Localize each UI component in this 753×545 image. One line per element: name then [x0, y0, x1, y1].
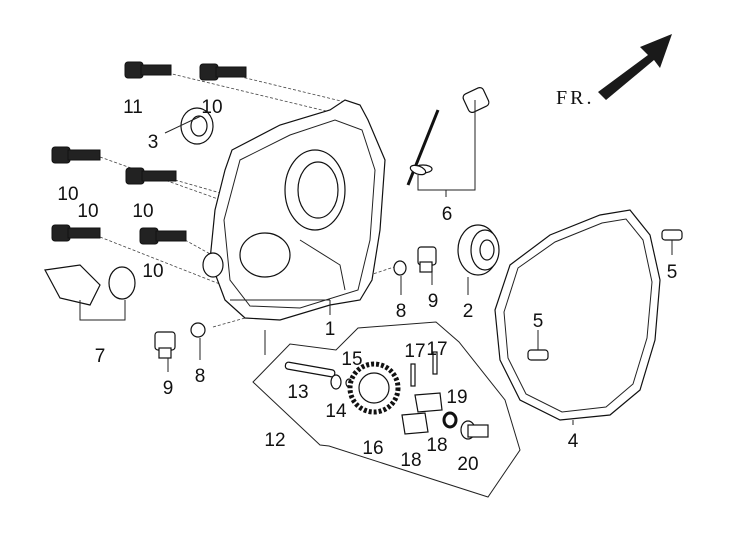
bolt-11 [124, 61, 172, 79]
leader-lines [164, 115, 673, 425]
shaft [284, 361, 336, 378]
callout-3: 3 [148, 132, 159, 153]
callout-2: 2 [463, 301, 474, 322]
callout-17: 17 [404, 341, 425, 362]
washer-14 [330, 374, 342, 390]
callout-19: 19 [446, 387, 467, 408]
gasket [494, 209, 661, 421]
sleeve-20 [460, 420, 489, 440]
dipstick [406, 87, 490, 186]
governor-gear [347, 361, 401, 415]
dowel-pin-right [661, 229, 683, 241]
callout-1: 1 [325, 319, 336, 340]
bearing [457, 224, 500, 276]
bolt-10-a [51, 146, 101, 164]
callout-18: 18 [426, 435, 447, 456]
callout-labels: 11 10 3 10 10 10 10 6 5 5 8 9 2 1 7 9 8 … [57, 97, 677, 475]
callout-10: 10 [142, 261, 163, 282]
drain-bolt-right [417, 246, 437, 273]
callout-12: 12 [264, 430, 285, 451]
oil-seal [180, 107, 214, 145]
callout-10: 10 [201, 97, 222, 118]
front-direction-arrow-icon [598, 34, 672, 100]
bolt-10-top [199, 63, 247, 81]
callout-10: 10 [57, 184, 78, 205]
callout-6: 6 [442, 204, 453, 225]
callout-10: 10 [132, 201, 153, 222]
cap [44, 264, 136, 306]
callout-8: 8 [195, 366, 206, 387]
bolt-10-d [139, 227, 187, 245]
dowel-pin-center [527, 349, 549, 361]
washer-right [393, 260, 407, 276]
front-direction-label: FR. [556, 87, 594, 109]
callout-5: 5 [667, 262, 678, 283]
callout-17: 17 [426, 339, 447, 360]
washer-19 [442, 411, 458, 429]
governor-assembly-outline [252, 321, 521, 498]
callout-4: 4 [568, 431, 579, 452]
crankcase-cover [202, 99, 386, 321]
callout-10: 10 [77, 201, 98, 222]
callout-11: 11 [123, 97, 143, 118]
callout-5: 5 [533, 311, 544, 332]
bolt-10-b [125, 167, 177, 185]
washer-left [190, 322, 206, 338]
callout-7: 7 [95, 346, 106, 367]
callout-9: 9 [428, 291, 439, 312]
bolt-10-c [51, 224, 101, 242]
pins-17 [410, 351, 438, 387]
callout-13: 13 [287, 382, 308, 403]
callout-8: 8 [396, 301, 407, 322]
callout-20: 20 [457, 454, 478, 475]
callout-9: 9 [163, 378, 174, 399]
weights-18 [401, 392, 443, 435]
drain-bolt-left [154, 331, 176, 359]
callout-15: 15 [341, 349, 362, 370]
callout-16: 16 [362, 438, 383, 459]
callout-18: 18 [400, 450, 421, 471]
callout-14: 14 [325, 401, 347, 422]
